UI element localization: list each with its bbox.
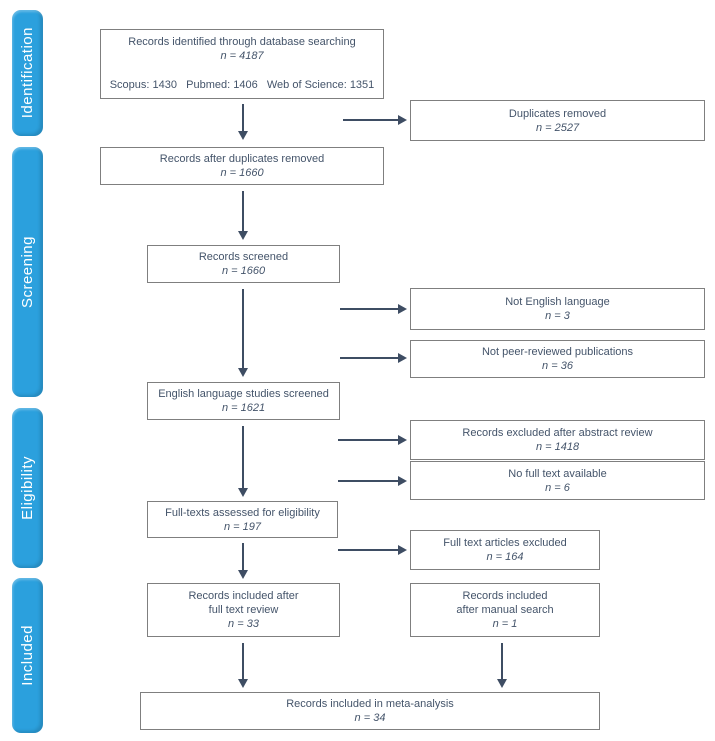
arrow-to-no-fulltext [338, 476, 407, 486]
stage-label-included: Included [19, 625, 36, 686]
box-title: Records identified through database sear… [128, 36, 356, 48]
arrow-to-excluded-abstract [338, 435, 407, 445]
box-duplicates-removed: Duplicates removed n = 2527 [410, 100, 705, 141]
arrow-after-duplicates-to-screened [238, 191, 248, 240]
box-count: n = 1660 [220, 167, 264, 179]
box-no-fulltext: No full text available n = 6 [410, 461, 705, 500]
box-after-duplicates: Records after duplicates removed n = 166… [100, 147, 384, 185]
arrow-english-to-fulltext [238, 426, 248, 497]
stage-label-identification: Identification [19, 27, 36, 119]
arrow-screened-to-english [238, 289, 248, 377]
box-title: Full text articles excluded [443, 537, 567, 549]
box-title-line2: after manual search [456, 604, 554, 616]
stage-bar-included: Included [12, 578, 43, 733]
box-count: n = 33 [228, 618, 259, 630]
box-fulltext-assessed: Full-texts assessed for eligibility n = … [147, 501, 338, 538]
stage-label-screening: Screening [19, 235, 36, 309]
arrow-included-to-meta [238, 643, 248, 688]
box-title: English language studies screened [158, 388, 329, 400]
stage-bar-screening: Screening [12, 147, 43, 397]
arrow-to-fulltext-excluded [338, 545, 407, 555]
box-manual-search: Records included after manual search n =… [410, 583, 600, 637]
box-title: Not peer-reviewed publications [481, 346, 634, 358]
box-title: Records screened [198, 251, 289, 263]
arrow-to-not-english [340, 304, 407, 314]
box-count: n = 34 [354, 712, 386, 724]
arrow-identified-to-after-duplicates [238, 104, 248, 140]
arrow-to-duplicates-removed [343, 115, 407, 125]
box-not-english: Not English language n = 3 [410, 288, 705, 330]
box-title: Records excluded after abstract review [462, 427, 653, 439]
box-count: n = 164 [486, 551, 524, 563]
box-meta-analysis: Records included in meta-analysis n = 34 [140, 692, 600, 730]
box-title: Records included after [188, 590, 299, 602]
box-count: n = 1660 [221, 265, 266, 277]
box-title: Not English language [505, 296, 610, 308]
box-title: No full text available [508, 467, 607, 480]
box-title: Duplicates removed [508, 107, 607, 120]
box-title-line2: full text review [208, 604, 279, 616]
box-count: n = 1418 [535, 441, 580, 453]
arrow-manual-to-meta [497, 643, 507, 688]
box-count: n = 1621 [221, 402, 266, 414]
box-count: n = 1 [492, 618, 518, 630]
arrow-to-not-peer-reviewed [340, 353, 407, 363]
box-records-screened: Records screened n = 1660 [147, 245, 340, 283]
box-english-screened: English language studies screened n = 16… [147, 382, 340, 420]
box-records-identified: Records identified through database sear… [100, 29, 384, 99]
box-not-peer-reviewed: Not peer-reviewed publications n = 36 [410, 340, 705, 378]
box-excluded-abstract: Records excluded after abstract review n… [410, 420, 705, 460]
box-sources: Scopus: 1430 Pubmed: 1406 Web of Science… [109, 79, 375, 91]
box-count: n = 3 [545, 310, 570, 322]
box-title: Records included [462, 590, 548, 602]
box-count: n = 6 [545, 481, 570, 494]
stage-bar-eligibility: Eligibility [12, 408, 43, 568]
box-title: Records included in meta-analysis [286, 698, 454, 710]
box-count: n = 2527 [535, 121, 580, 134]
box-count: n = 36 [542, 360, 573, 372]
box-count: n = 197 [223, 520, 261, 533]
box-fulltext-excluded: Full text articles excluded n = 164 [410, 530, 600, 570]
stage-bar-identification: Identification [12, 10, 43, 136]
box-included-fulltext: Records included after full text review … [147, 583, 340, 637]
box-count: n = 4187 [220, 50, 264, 62]
arrow-fulltext-to-included [238, 543, 248, 579]
box-title: Records after duplicates removed [159, 153, 325, 165]
stage-label-eligibility: Eligibility [19, 456, 36, 520]
box-title: Full-texts assessed for eligibility [165, 506, 320, 519]
